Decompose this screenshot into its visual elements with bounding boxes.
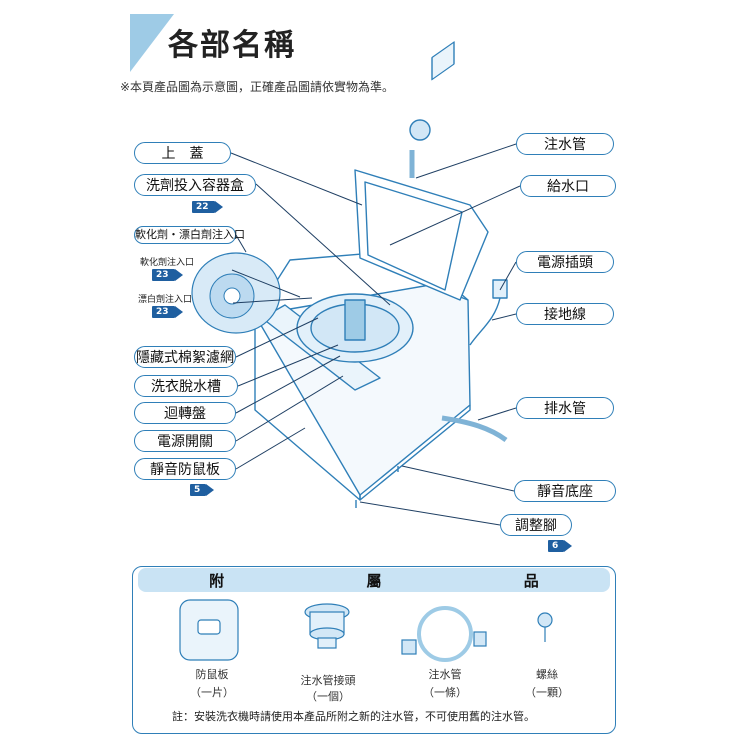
label-power-switch: 電源開關	[134, 430, 236, 452]
inlet-hose-icon	[401, 606, 487, 662]
label-softener-bleach-inlet: 軟化劑・漂白劑注入口	[134, 226, 245, 244]
page-ref-detergent-box: 22	[192, 201, 222, 213]
accessories-note: 註：安裝洗衣機時請使用本產品所附之新的注水管，不可使用舊的注水管。	[172, 710, 535, 723]
screw-icon	[537, 612, 553, 642]
accessories-heading-char: 屬	[366, 571, 382, 590]
inset-bleach-label: 漂白劑注入口	[138, 295, 193, 305]
label-wash-tub: 洗衣脫水槽	[134, 375, 238, 397]
accessory-name-screw: 螺絲	[536, 668, 558, 681]
accessory-name-hose-connector: 注水管接頭	[300, 674, 356, 687]
label-quiet-base: 靜音底座	[514, 480, 616, 502]
accessory-name-rodent-guard: 防鼠板	[195, 668, 229, 681]
accessory-qty-inlet-hose: （一條）	[423, 686, 467, 699]
illustration-note: ※本頁產品圖為示意圖，正確產品圖請依實物為準。	[120, 80, 395, 94]
accessory-name-inlet-hose: 注水管	[428, 668, 462, 681]
inset-softener-label: 軟化劑注入口	[140, 258, 195, 268]
label-top-lid: 上 蓋	[134, 142, 231, 164]
accessories-heading-char: 附	[209, 571, 225, 590]
label-ground-wire: 接地線	[516, 303, 614, 325]
label-inlet-hose: 注水管	[516, 133, 614, 155]
label-water-inlet: 給水口	[520, 175, 616, 197]
accessories-heading-char: 品	[523, 571, 539, 590]
accessory-qty-rodent-guard: （一片）	[190, 686, 234, 699]
label-adjust-foot: 調整腳	[500, 514, 572, 536]
label-detergent-box: 洗劑投入容器盒	[134, 174, 256, 196]
page-ref-adjust-foot: 6	[548, 540, 573, 552]
label-lint-filter: 隱藏式棉絮濾網	[134, 346, 236, 368]
accessories-heading: 附 屬 品	[138, 568, 610, 592]
accessory-qty-hose-connector: （一個）	[306, 690, 350, 703]
label-pulsator: 迴轉盤	[134, 402, 236, 424]
label-rodent-guard: 靜音防鼠板	[134, 458, 236, 480]
hose-connector-icon	[304, 603, 350, 649]
label-power-plug: 電源插頭	[516, 251, 614, 273]
accessory-qty-screw: （一顆）	[525, 686, 569, 699]
title-decoration	[130, 14, 174, 72]
page-ref-softener: 23	[152, 269, 182, 281]
page-ref-rodent-guard: 5	[190, 484, 215, 496]
label-drain-hose: 排水管	[516, 397, 614, 419]
page-ref-bleach: 23	[152, 306, 182, 318]
page-title: 各部名稱	[168, 28, 296, 63]
